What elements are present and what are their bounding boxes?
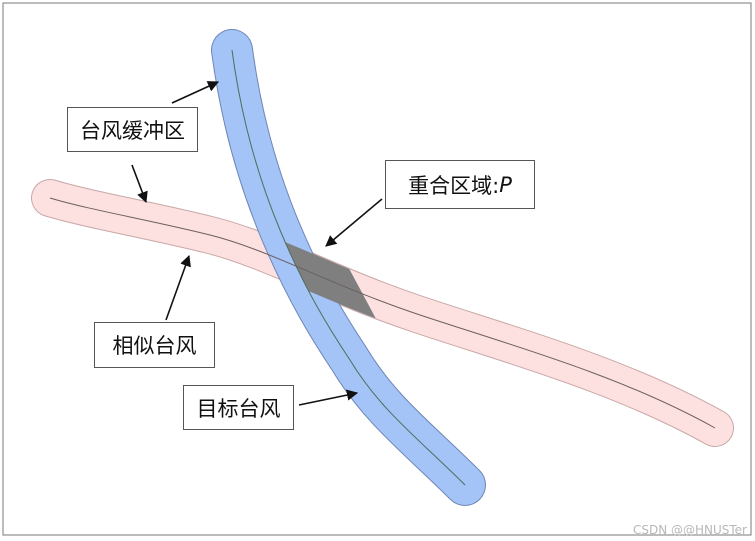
arrow-buffer-to-similar [131,164,148,204]
label-target-typhoon-text: 目标台风 [196,396,281,421]
label-typhoon-buffer-text: 台风缓冲区 [80,118,185,143]
similar-typhoon-track [49,197,716,429]
arrow-similar-typhoon [165,254,191,321]
arrow-buffer-to-target [171,81,220,104]
label-similar-typhoon: 相似台风 [94,322,215,368]
label-overlap-region-variable: P [499,172,512,197]
arrow-overlap-region [325,198,383,247]
label-target-typhoon: 目标台风 [183,385,294,430]
label-overlap-region-text: 重合区域: [408,173,500,198]
label-similar-typhoon-text: 相似台风 [112,334,197,358]
label-overlap-region: 重合区域: P [385,160,535,209]
watermark: CSDN @@HNUSTer [632,523,747,537]
label-typhoon-buffer: 台风缓冲区 [67,107,198,152]
arrow-target-typhoon [298,389,359,406]
target-typhoon-track [231,49,466,486]
